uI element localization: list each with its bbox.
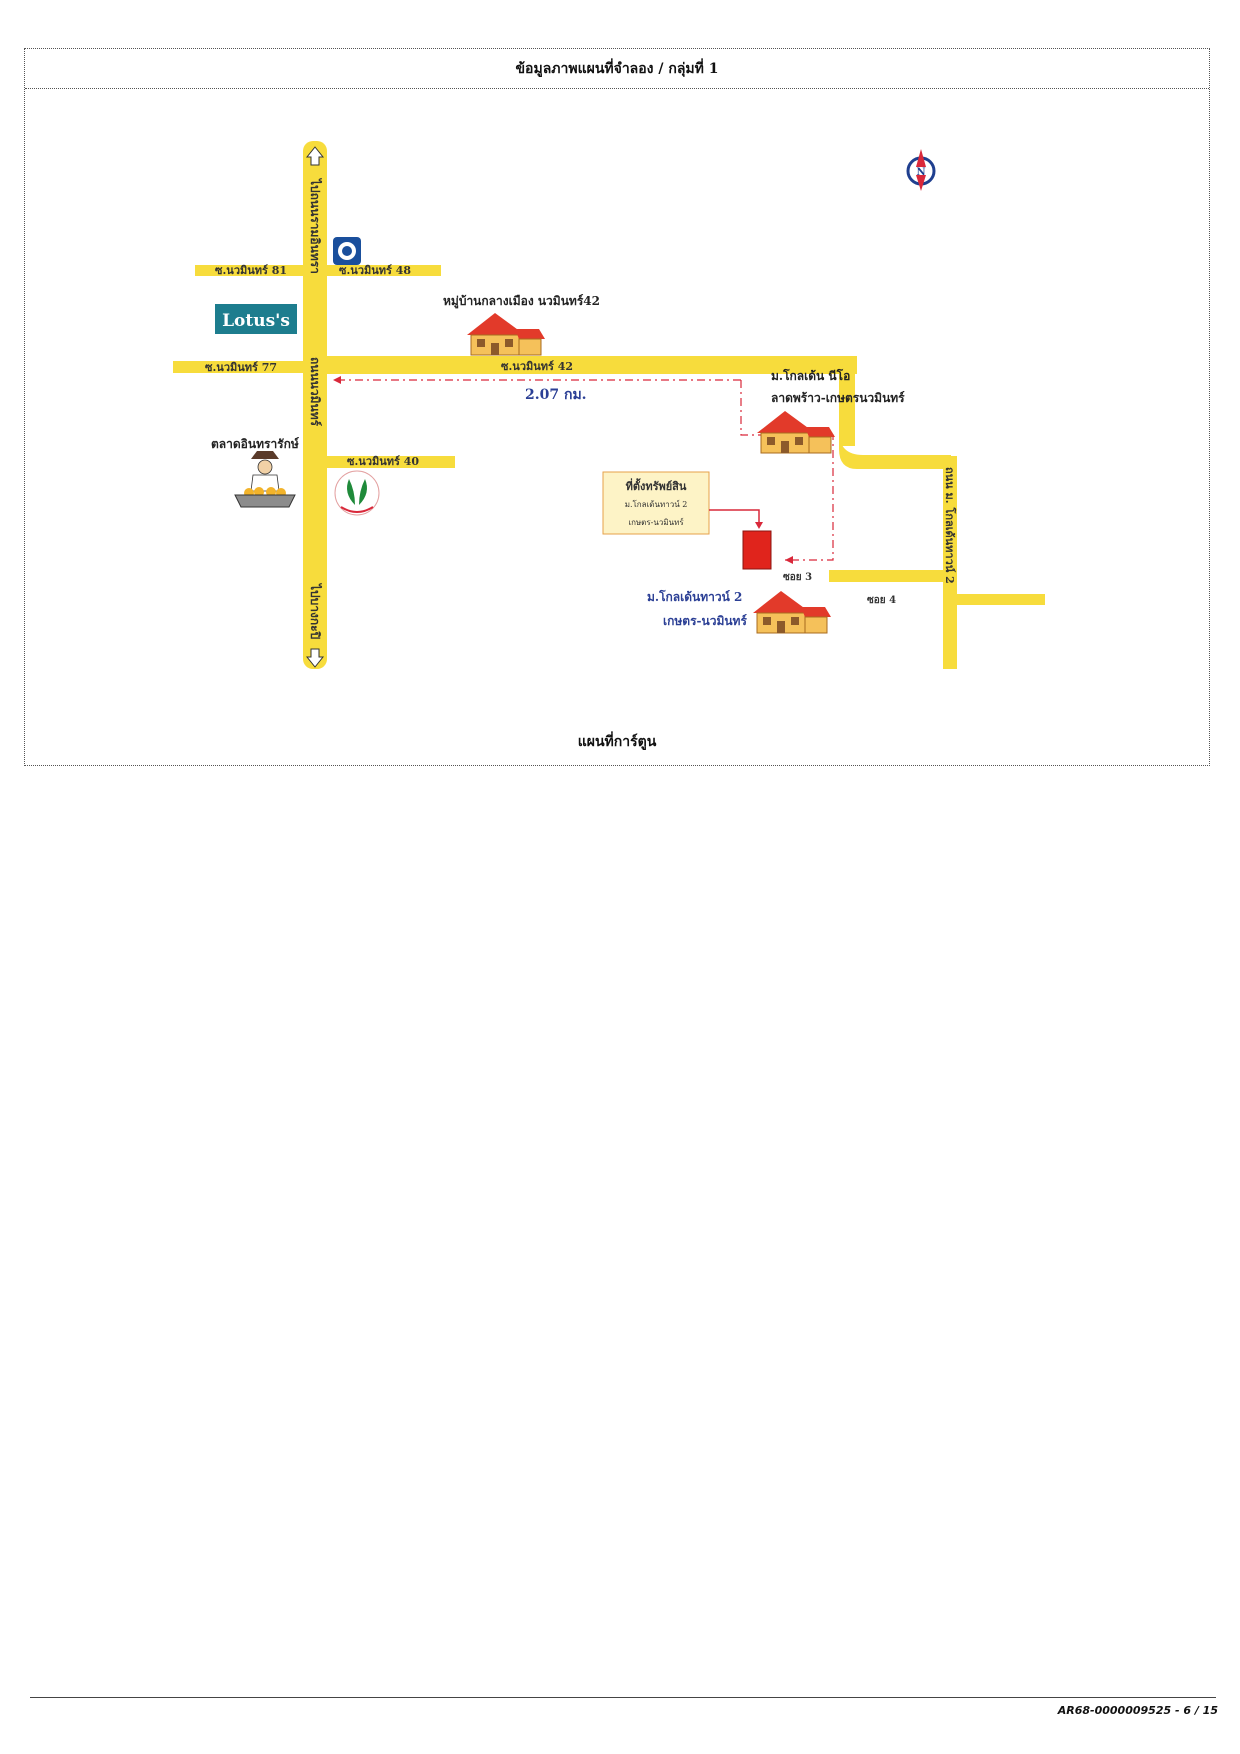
label-village-road: ถนน ม. โกลเด้นทาวน์ 2 (943, 467, 957, 584)
house-icon (757, 411, 835, 454)
label-soi-81: ซ.นวมินทร์ 81 (215, 264, 287, 277)
road-soi-77 (173, 361, 305, 373)
property-info-box (602, 471, 710, 535)
cartoon-map: ไปถนนรามอินทรา ถนนนวมินทร์ ไปบางกะปิ ถนน… (173, 141, 1045, 669)
property-pointer (709, 509, 760, 524)
label-golden-neo-line1: ม.โกลเด้น นีโอ (771, 368, 850, 383)
road-soi-42 (325, 356, 857, 374)
label-village-42: หมู่บ้านกลางเมือง นวมินทร์42 (443, 294, 600, 309)
label-golden-town-line1: ม.โกลเด้นทาวน์ 2 (647, 589, 742, 604)
svg-text:N: N (916, 167, 925, 178)
house-icon (467, 313, 545, 356)
roads (173, 141, 1045, 669)
road-nawamin-main (303, 141, 327, 669)
svg-text:Lotus's: Lotus's (222, 311, 290, 331)
property-marker (742, 530, 772, 570)
label-market: ตลาดอินทรารักษ์ (211, 437, 299, 451)
label-soi-77: ซ.นวมินทร์ 77 (205, 361, 277, 374)
label-to-bang-kapi: ไปบางกะปิ (308, 582, 323, 640)
road-soi-81 (195, 265, 305, 276)
label-golden-neo-line2: ลาดพร้าว-เกษตรนวมินทร์ (771, 391, 905, 405)
property-box-title: ที่ตั้งทรัพย์สิน (626, 478, 687, 493)
property-box-line1: ม.โกลเด้นทาวน์ 2 (625, 499, 688, 509)
road-soi-48 (325, 265, 441, 276)
page-reference: AR68-0000009525 - 6 / 15 (1057, 1704, 1218, 1717)
road-soi-3 (829, 570, 949, 582)
label-soi-48: ซ.นวมินทร์ 48 (339, 264, 411, 277)
arrow-down-icon (305, 648, 325, 668)
compass-icon: N (906, 149, 936, 191)
label-soi-42: ซ.นวมินทร์ 42 (501, 360, 573, 373)
property-box-line2: เกษตร-นวมินทร์ (628, 517, 684, 527)
label-soi-4: ซอย 4 (867, 595, 896, 606)
road-village-bend (839, 431, 951, 469)
arrow-up-icon (305, 146, 325, 166)
market-vendor-icon (234, 451, 296, 508)
label-to-ram-inthra: ไปถนนรามอินทรา (308, 177, 323, 274)
map-title: ข้อมูลภาพแผนที่จำลอง / กลุ่มที่ 1 (25, 49, 1209, 89)
house-icon (753, 591, 831, 634)
distance-label: 2.07 กม. (525, 387, 587, 403)
road-soi-4 (953, 594, 1045, 605)
label-soi-40: ซ.นวมินทร์ 40 (347, 455, 419, 468)
krungthai-bank-icon (333, 237, 361, 265)
label-nawamin-road: ถนนนวมินทร์ (308, 357, 322, 427)
road-village-vertical (943, 456, 957, 669)
map-caption: แผนที่การ์ตูน (577, 734, 657, 750)
label-soi-3: ซอย 3 (783, 572, 812, 583)
label-golden-town-line2: เกษตร-นวมินทร์ (663, 614, 747, 628)
footer-divider (30, 1697, 1216, 1698)
road-village (839, 356, 855, 446)
lotus-logo: Lotus's (215, 304, 297, 334)
road-soi-40 (325, 456, 455, 468)
map-frame: ข้อมูลภาพแผนที่จำลอง / กลุ่มที่ 1 ไปถนนร… (24, 48, 1210, 766)
kasikorn-bank-icon (334, 470, 380, 516)
